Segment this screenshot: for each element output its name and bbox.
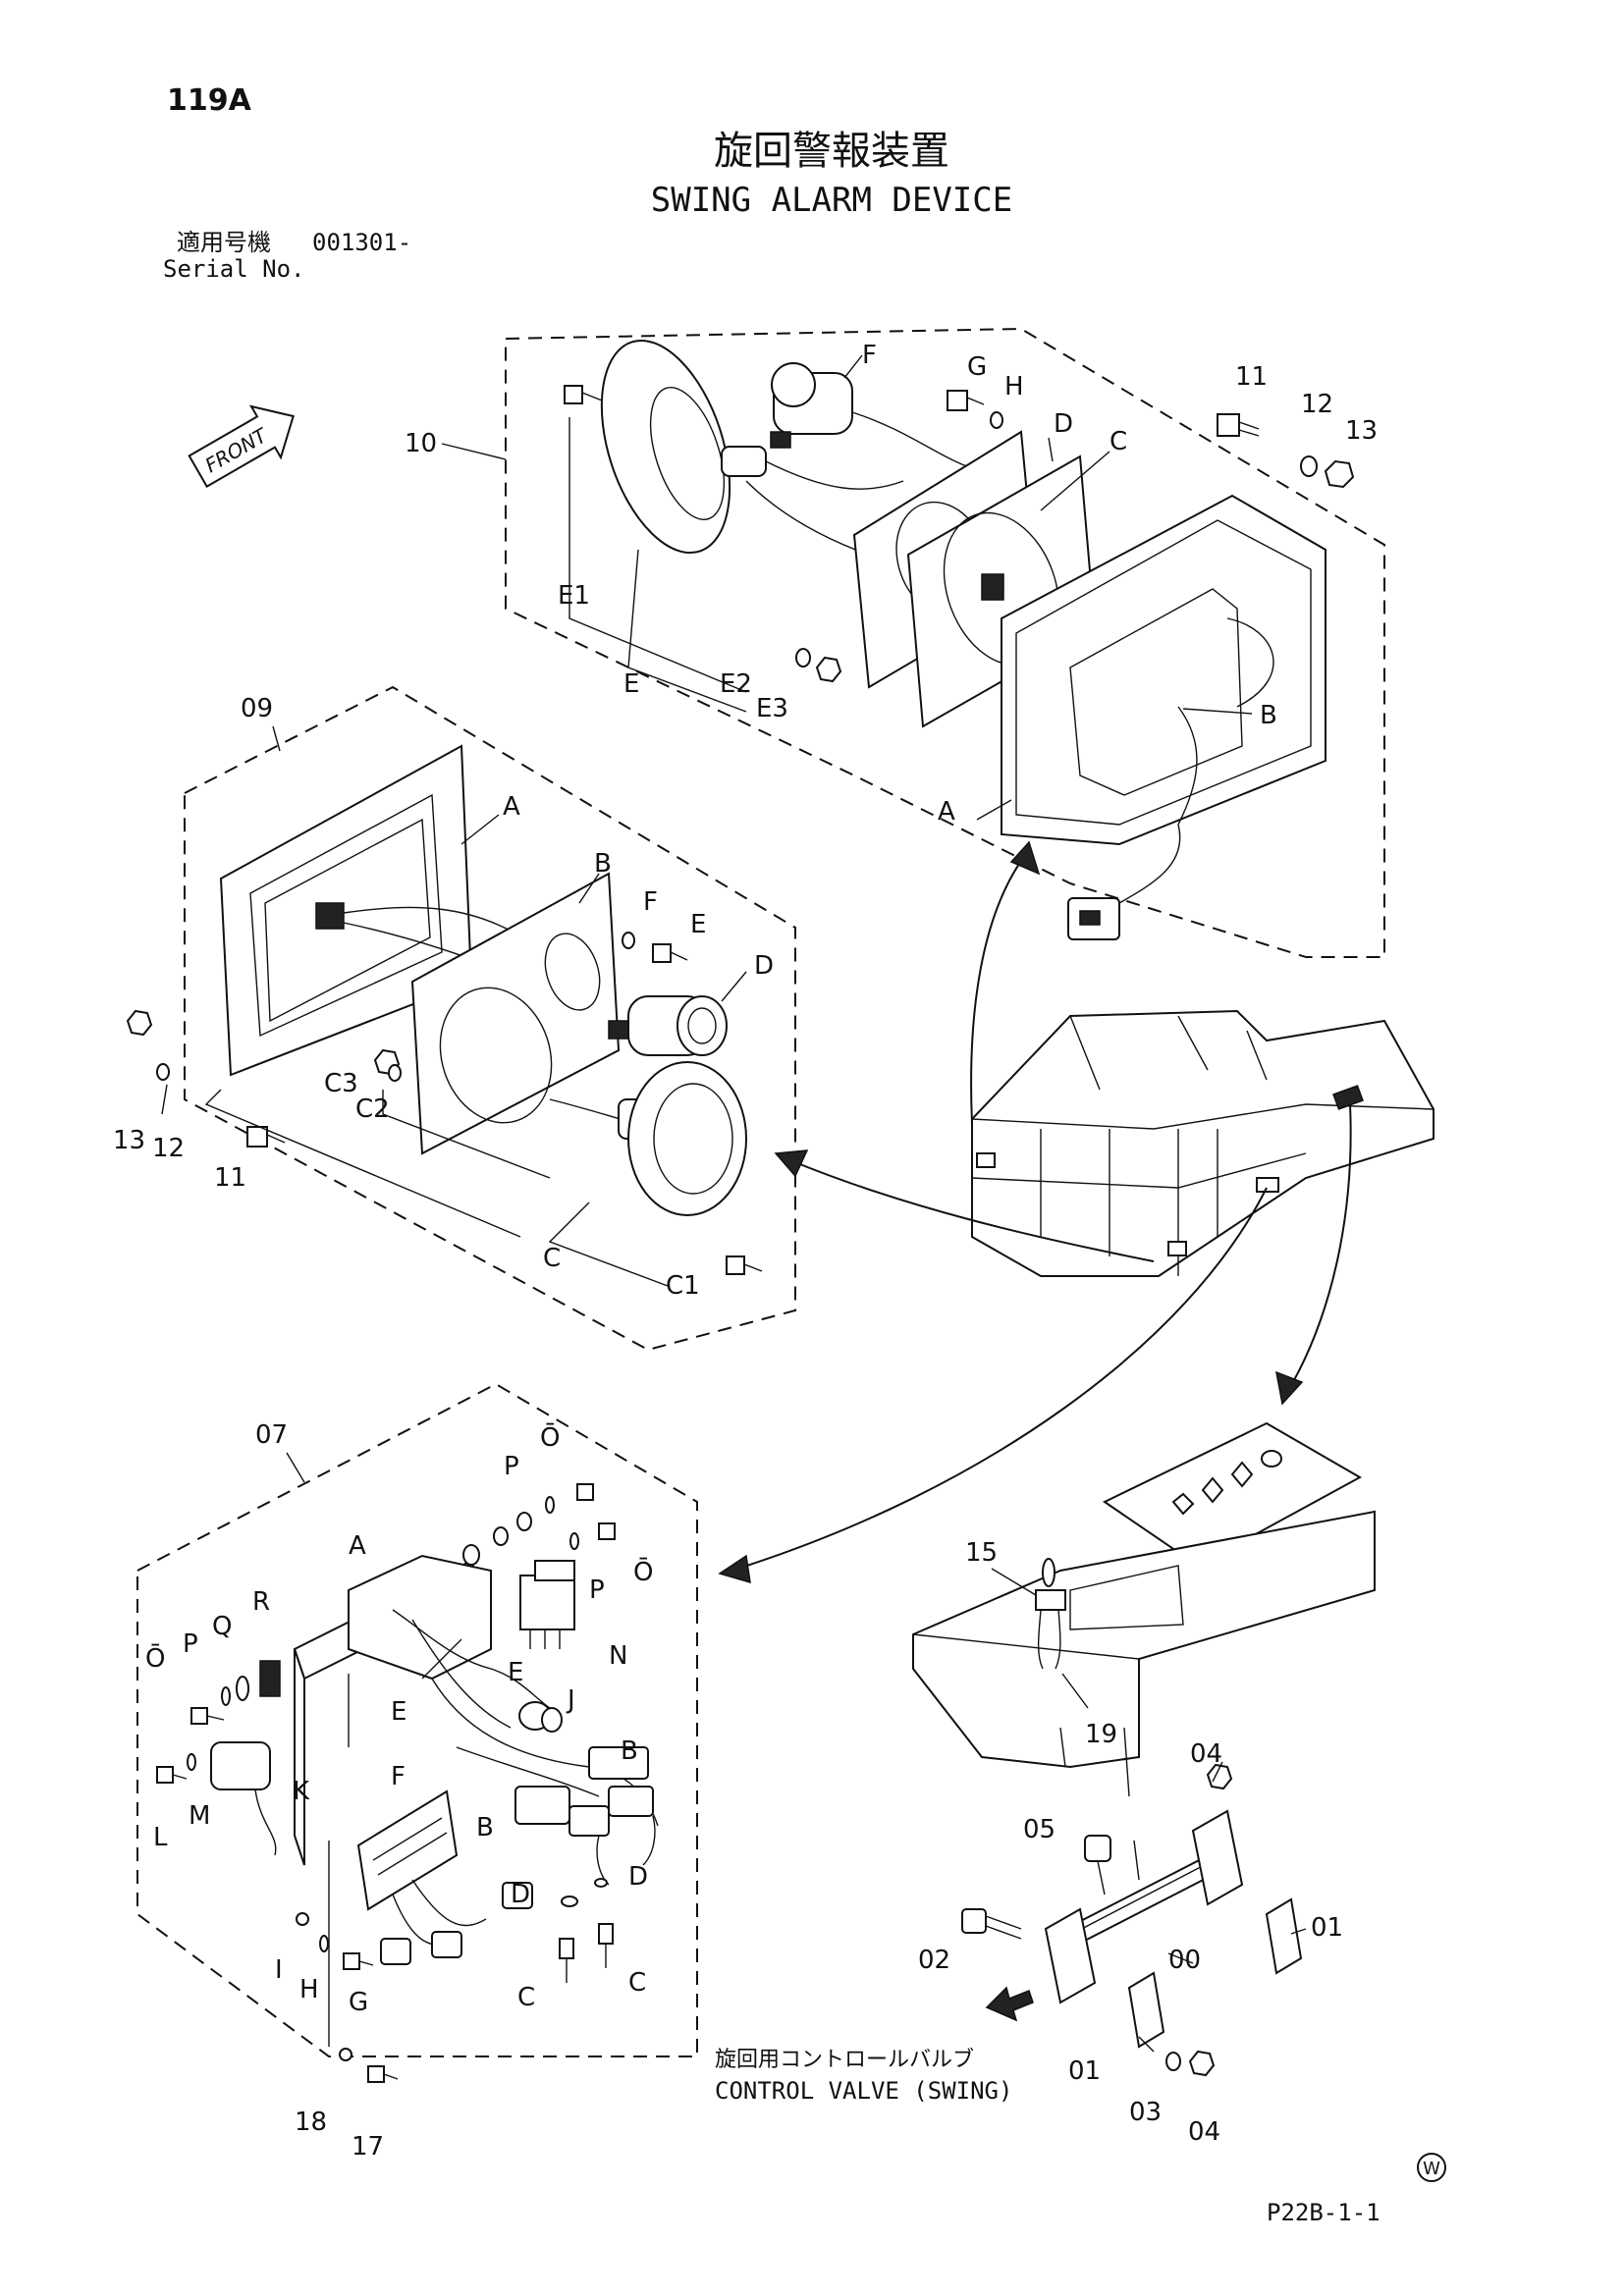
callout-valve-01-lower: 01 (1068, 2056, 1101, 2086)
callout-valve-05: 05 (1023, 1815, 1056, 1844)
link-arrow-to-switch (1285, 1103, 1352, 1395)
assembly-09: 09 (113, 685, 796, 1352)
callout-07-L: L (153, 1823, 168, 1852)
title-english: SWING ALARM DEVICE (651, 181, 1012, 220)
assembly-07: 07 (136, 1382, 698, 2162)
page-code: 119A (167, 83, 252, 118)
callout-07-C-left: C (517, 1983, 535, 2012)
callout-07-H: H (299, 1975, 319, 2004)
callout-07-P-right: P (589, 1575, 605, 1605)
callout-10-B: B (1260, 701, 1277, 730)
group-09-ref: 09 (241, 694, 273, 723)
callout-07-K: K (293, 1777, 310, 1806)
callout-09-C2: C2 (355, 1095, 390, 1124)
callout-07-M: M (189, 1801, 210, 1831)
callout-10-11: 11 (1235, 362, 1268, 392)
assembly-07-boundary (136, 1382, 698, 2057)
callout-07-E-upper: E (508, 1658, 523, 1687)
callout-10-E1: E1 (558, 581, 590, 611)
link-arrow-to-10 (970, 853, 1027, 1125)
bolt-11-icon (1217, 413, 1260, 437)
callout-07-O-left: Ō (145, 1643, 165, 1674)
link-arrow-to-09 (785, 1157, 1155, 1262)
switch-panel: 15 19 (912, 1421, 1376, 1797)
callout-10-12: 12 (1301, 390, 1333, 419)
control-valve-label-japanese: 旋回用コントロールバルブ (715, 2048, 974, 2072)
callout-10-H: H (1004, 372, 1024, 401)
watermark-symbol: W (1423, 2159, 1440, 2179)
callout-07-D-right: D (628, 1862, 648, 1892)
callout-07-P-left: P (183, 1629, 198, 1659)
group-07-ref: 07 (255, 1420, 288, 1450)
assembly-09-boundary (184, 685, 796, 1352)
callout-10-D: D (1054, 409, 1073, 439)
callout-07-O-top: Ō (540, 1422, 560, 1453)
callout-07-J: J (566, 1685, 575, 1715)
front-arrow-icon: FRONT (188, 404, 295, 488)
callout-09-C1: C1 (666, 1271, 700, 1301)
callout-07-I: I (275, 1955, 283, 1985)
callout-10-F: F (862, 341, 877, 370)
callout-09-E: E (690, 910, 706, 939)
serial-label-japanese: 適用号機 (177, 229, 271, 256)
group-10-ref: 10 (405, 429, 437, 458)
callout-09-B: B (594, 849, 612, 879)
callout-07-E-lower: E (391, 1697, 406, 1727)
washer-12-icon (1300, 455, 1318, 477)
callout-09-F: F (643, 887, 658, 917)
callout-07-C-right: C (628, 1968, 646, 1998)
nut-13-icon (1324, 459, 1355, 489)
callout-10-E: E (623, 669, 639, 699)
callout-07-G: G (349, 1988, 368, 2017)
callout-10-E2: E2 (720, 669, 752, 699)
callout-07-A: A (349, 1531, 366, 1561)
callout-07-B-upper: B (621, 1736, 638, 1766)
callout-07-B-lower: B (476, 1813, 494, 1842)
cab-overview (971, 1009, 1435, 1277)
assembly-10-boundary (505, 327, 1385, 958)
title-japanese: 旋回警報装置 (714, 129, 949, 174)
callout-07-O-right: Ō (633, 1557, 653, 1587)
callout-09-C3: C3 (324, 1069, 358, 1098)
callout-valve-03: 03 (1129, 2098, 1162, 2127)
link-arrow-to-07 (731, 1187, 1268, 1572)
callout-switch-15: 15 (965, 1538, 998, 1568)
callout-07-D-left: D (511, 1880, 530, 1909)
callout-09-D: D (754, 951, 774, 981)
callout-valve-01-right: 01 (1311, 1913, 1343, 1943)
callout-07-N: N (609, 1641, 627, 1671)
callout-09-A: A (503, 792, 520, 822)
callout-valve-02: 02 (918, 1946, 950, 1975)
callout-07-Q: Q (212, 1612, 232, 1641)
serial-value: 001301- (312, 229, 411, 256)
footer-code: P22B-1-1 (1267, 2199, 1380, 2226)
callout-valve-04-bottom: 04 (1188, 2117, 1220, 2147)
callout-switch-19: 19 (1085, 1720, 1117, 1749)
callout-10-E3: E3 (756, 694, 788, 723)
callout-10-G: G (967, 352, 987, 382)
callout-07-P-top: P (504, 1452, 519, 1481)
callout-09-13: 13 (113, 1126, 145, 1155)
callout-07-17: 17 (352, 2132, 384, 2162)
control-valve-label-english: CONTROL VALVE (SWING) (715, 2077, 1012, 2105)
callout-07-R: R (252, 1587, 270, 1617)
callout-10-13: 13 (1345, 416, 1378, 446)
callout-07-F: F (391, 1762, 406, 1791)
callout-valve-04-top: 04 (1190, 1739, 1222, 1769)
watermark-circle-icon: W (1417, 2153, 1446, 2182)
valve-bracket: 04 05 01 02 00 01 03 04 (918, 1739, 1343, 2147)
callout-valve-00: 00 (1168, 1946, 1201, 1975)
callout-09-12: 12 (152, 1134, 185, 1163)
callout-07-18: 18 (295, 2108, 327, 2137)
callout-09-C: C (543, 1244, 561, 1273)
callout-10-C: C (1110, 427, 1127, 456)
serial-label-english: Serial No. (163, 255, 305, 283)
direction-arrow-icon (985, 1986, 1034, 2022)
callout-09-11: 11 (214, 1163, 246, 1193)
assembly-10: 10 (405, 327, 1385, 958)
callout-10-A: A (938, 797, 955, 827)
